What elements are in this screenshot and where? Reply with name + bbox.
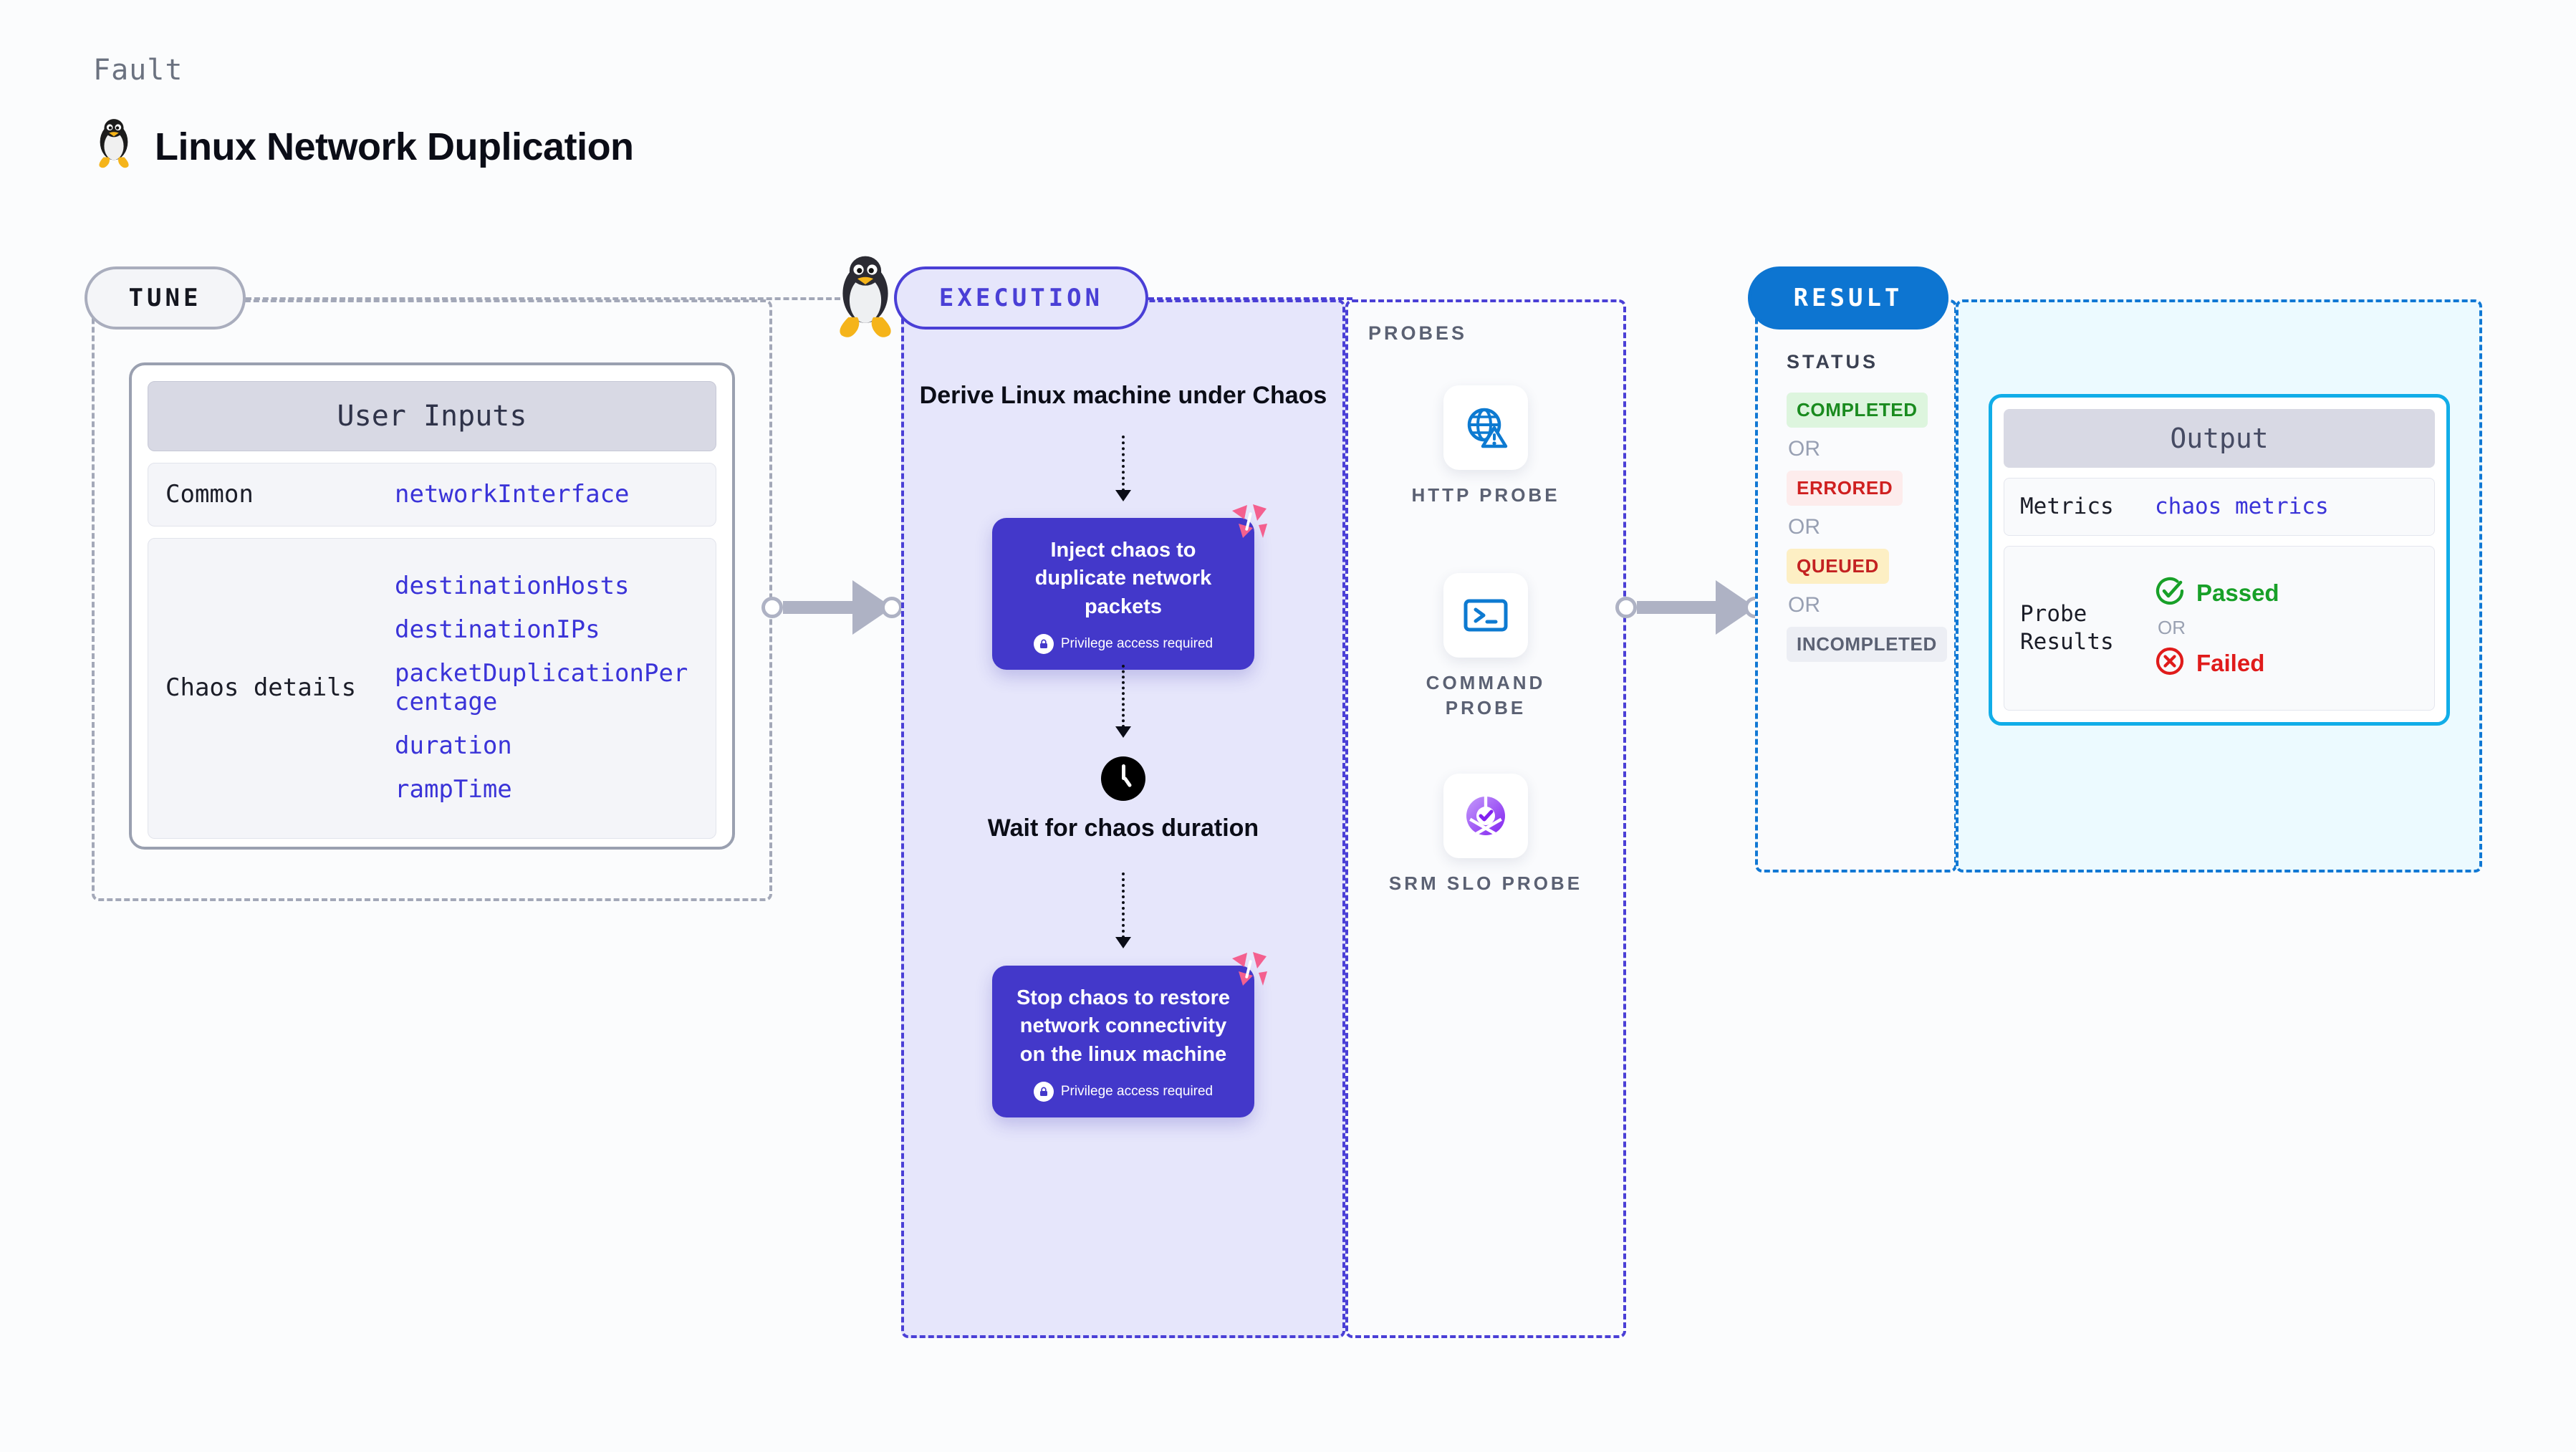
- probe-item-srm-slo[interactable]: SRM SLO PROBE: [1382, 774, 1590, 896]
- connector-start-node: [761, 597, 783, 618]
- output-panel: Output Metrics chaos metrics Probe Resul…: [1956, 299, 2482, 872]
- probe-result-passed: Passed: [2155, 576, 2279, 610]
- probe-label: COMMAND PROBE: [1426, 672, 1546, 719]
- output-row-probe-results: Probe Results Passed OR: [2004, 545, 2435, 711]
- lock-icon: [1033, 634, 1054, 655]
- arrow-down-icon: [1115, 490, 1131, 501]
- tune-row-chaos-details: Chaos details destinationHosts destinati…: [148, 537, 716, 839]
- probe-results-label: Probe Results: [2020, 601, 2114, 655]
- status-badge-errored[interactable]: ERRORED: [1787, 471, 1903, 506]
- probes-title: PROBES: [1368, 322, 1468, 344]
- status-or-label: OR: [1788, 515, 1820, 539]
- tune-input-value[interactable]: packetDuplicationPercentage: [395, 659, 688, 716]
- globe-warning-icon: [1443, 385, 1528, 470]
- probes-panel: PROBES HTTP PROBE: [1345, 299, 1626, 1338]
- status-or-label: OR: [1788, 593, 1820, 617]
- privilege-note: Privilege access required: [1009, 634, 1237, 655]
- output-card-title: Output: [2004, 409, 2435, 468]
- tune-badge[interactable]: TUNE: [85, 266, 246, 330]
- tune-input-value[interactable]: networkInterface: [395, 479, 630, 509]
- flow-connector-line: [1122, 436, 1125, 491]
- execution-dashed-connector: [1148, 297, 1352, 300]
- probe-result-failed: Failed: [2155, 646, 2279, 680]
- execution-step-text: Stop chaos to restore network connectivi…: [1016, 986, 1231, 1066]
- execution-panel: EXECUTION Derive Linux machine under Cha…: [894, 266, 1352, 1338]
- connector-shaft: [1637, 601, 1716, 614]
- user-inputs-title: User Inputs: [148, 381, 716, 451]
- result-panel: RESULT STATUS COMPLETED OR ERRORED OR QU…: [1748, 266, 1957, 872]
- execution-step-card[interactable]: Stop chaos to restore network connectivi…: [992, 952, 1267, 1118]
- user-inputs-card: User Inputs Common networkInterface Chao…: [129, 362, 735, 850]
- terminal-icon: [1443, 573, 1528, 658]
- tune-row-common: Common networkInterface: [148, 463, 716, 527]
- metrics-label: Metrics: [2020, 494, 2114, 519]
- tune-input-value[interactable]: destinationIPs: [395, 615, 600, 645]
- connector-probes-to-result: [1615, 580, 1766, 635]
- execution-step-card[interactable]: Inject chaos to duplicate network packet…: [992, 504, 1267, 670]
- connector-end-node: [881, 597, 903, 618]
- output-row-metrics: Metrics chaos metrics: [2004, 478, 2435, 536]
- execution-step-title: Derive Linux machine under Chaos: [919, 382, 1327, 409]
- result-badge[interactable]: RESULT: [1748, 266, 1948, 330]
- execution-step-title: Wait for chaos duration: [987, 814, 1259, 842]
- lock-icon: [1033, 1082, 1054, 1102]
- privilege-note-text: Privilege access required: [1060, 636, 1213, 652]
- connector-tune-to-execution: [761, 580, 903, 635]
- slo-donut-check-icon: [1443, 774, 1528, 858]
- linux-penguin-icon: [822, 255, 908, 341]
- clock-icon: [1100, 755, 1147, 802]
- privilege-note: Privilege access required: [1009, 1082, 1237, 1102]
- status-list: COMPLETED OR ERRORED OR QUEUED OR INCOMP…: [1787, 393, 1947, 662]
- x-circle-icon: [2155, 646, 2185, 680]
- execution-flow: Derive Linux machine under Chaos Inject …: [901, 299, 1345, 1338]
- arrow-down-icon: [1115, 937, 1131, 948]
- flow-connector-line: [1122, 665, 1125, 728]
- probe-result-or-label: OR: [2158, 617, 2186, 639]
- failed-label: Failed: [2196, 649, 2265, 676]
- probe-item-command[interactable]: COMMAND PROBE: [1382, 573, 1590, 721]
- tune-panel: TUNE User Inputs Common networkInterface: [85, 256, 891, 901]
- status-badge-incompleted[interactable]: INCOMPLETED: [1787, 627, 1947, 662]
- probe-item-http[interactable]: HTTP PROBE: [1382, 385, 1590, 508]
- tune-input-value[interactable]: duration: [395, 731, 512, 760]
- passed-label: Passed: [2196, 579, 2279, 606]
- tune-row-values: destinationHosts destinationIPs packetDu…: [395, 572, 696, 804]
- tune-row-label: Chaos details: [165, 673, 357, 703]
- page-eyebrow: Fault: [93, 54, 183, 87]
- tune-input-value[interactable]: rampTime: [395, 774, 512, 804]
- output-card: Output Metrics chaos metrics Probe Resul…: [1989, 394, 2450, 726]
- connector-shaft: [783, 601, 852, 614]
- page-title: Linux Network Duplication: [155, 125, 634, 168]
- connector-start-node: [1615, 597, 1637, 618]
- execution-step-text: Inject chaos to duplicate network packet…: [1034, 539, 1212, 618]
- status-title: STATUS: [1787, 351, 1878, 372]
- metrics-value[interactable]: chaos metrics: [2155, 494, 2329, 520]
- execution-badge[interactable]: EXECUTION: [894, 266, 1148, 330]
- probe-results-values: Passed OR Failed: [2155, 576, 2279, 680]
- page-title-row: Linux Network Duplication: [92, 118, 634, 175]
- flow-connector-line: [1122, 872, 1125, 938]
- tune-dashed-connector: [246, 297, 840, 300]
- status-or-label: OR: [1788, 437, 1820, 461]
- harness-logo-icon: [1230, 502, 1269, 541]
- privilege-note-text: Privilege access required: [1060, 1084, 1213, 1100]
- probe-label: HTTP PROBE: [1411, 484, 1560, 506]
- tune-row-values: networkInterface: [395, 479, 630, 509]
- tune-row-label: Common: [165, 480, 254, 509]
- arrow-down-icon: [1115, 726, 1131, 738]
- harness-logo-icon: [1230, 950, 1269, 989]
- tune-input-value[interactable]: destinationHosts: [395, 572, 630, 601]
- probe-label: SRM SLO PROBE: [1388, 872, 1583, 894]
- check-circle-icon: [2155, 576, 2185, 610]
- status-badge-completed[interactable]: COMPLETED: [1787, 393, 1928, 428]
- linux-penguin-icon: [92, 118, 136, 175]
- status-badge-queued[interactable]: QUEUED: [1787, 549, 1889, 584]
